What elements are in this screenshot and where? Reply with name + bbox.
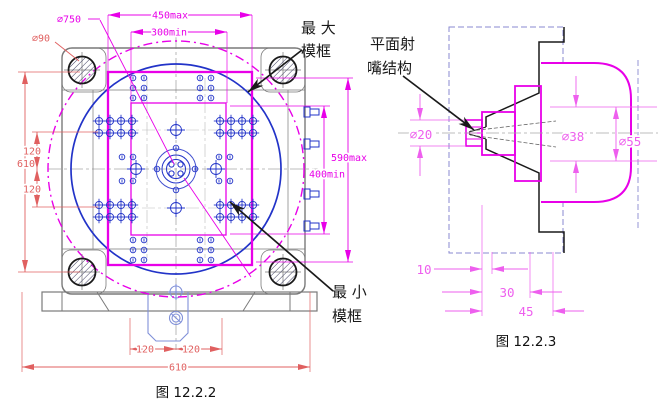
label-max-frame-line2: 模框: [301, 42, 331, 60]
bottom-lug: [147, 284, 189, 342]
dim-len30-text: 30: [499, 285, 514, 300]
label-max-frame-line1: 最 大: [301, 19, 336, 37]
dim-610-bottom: 610: [21, 292, 311, 375]
max-mold-circle: [47, 40, 305, 298]
dim-610-vertical: 610: [15, 71, 80, 273]
dim-len45-text: 45: [518, 304, 533, 319]
dim-d38-d55: ∅38 ∅55: [550, 76, 657, 193]
locating-ring: [155, 148, 197, 190]
dim-len10-text: 10: [416, 262, 431, 277]
dim-width-bottom-text: 610: [169, 363, 187, 374]
dim-off-bottom-text: 120: [23, 185, 41, 196]
label-max-frame: 最 大 模框: [247, 19, 336, 93]
dim-120-offsets: 120 120: [21, 131, 98, 208]
tie-bar-holes: [64, 52, 301, 290]
label-min-frame-line1: 最 小: [332, 283, 367, 301]
label-nozzle-line2: 嘴结构: [367, 59, 412, 77]
dim-height-max-text: 590max: [331, 153, 367, 164]
label-min-frame: 最 小 模框: [229, 201, 367, 325]
dim-height-min-text: 400min: [309, 170, 345, 181]
circle-leader-lines: [88, 18, 252, 278]
dim-eject-right-text: 120: [182, 345, 200, 356]
dim-120-120-bottom: 120 120: [129, 318, 223, 357]
dim-circle-max-text: ∅750: [57, 15, 81, 26]
dim-tiebar-text: ∅90: [32, 34, 50, 45]
dim-590max: 590max: [256, 77, 369, 263]
dim-eject-left-text: 120: [136, 345, 154, 356]
figure-nozzle-section: ∅20 ∅38 ∅55 10 30 4: [367, 26, 658, 350]
dim-tip-text: ∅20: [410, 127, 433, 142]
mold-plate-outline: [468, 27, 565, 253]
dim-450max: 450max: [107, 9, 253, 72]
max-mold-frame: [106, 70, 254, 267]
platen-circle: [70, 63, 282, 275]
dim-400min: 400min: [230, 105, 347, 235]
dim-outer-text: ∅55: [619, 134, 642, 149]
nozzle-fills: [466, 63, 631, 202]
dim-width-min-text: 300min: [151, 28, 187, 39]
dim-mid-text: ∅38: [562, 129, 585, 144]
dim-off-top-text: 120: [23, 147, 41, 158]
label-nozzle-line1: 平面射: [370, 35, 415, 53]
figure-caption-left: 图 12.2.2: [156, 385, 217, 401]
dim-lengths: 10 30 45: [415, 205, 584, 321]
label-nozzle: 平面射 嘴结构: [367, 35, 475, 131]
label-min-frame-line2: 模框: [332, 307, 362, 325]
dim-height-left-text: 610: [17, 159, 35, 170]
dim-300min: 300min: [130, 26, 228, 103]
dim-d20: ∅20: [408, 94, 466, 176]
figure-caption-right: 图 12.2.3: [496, 334, 557, 350]
figure-platen-front-view: 450max 300min ∅750 ∅90 610 120 120: [15, 9, 369, 401]
dim-width-max-text: 450max: [152, 11, 188, 22]
dim-tiebar: ∅90: [30, 32, 80, 62]
